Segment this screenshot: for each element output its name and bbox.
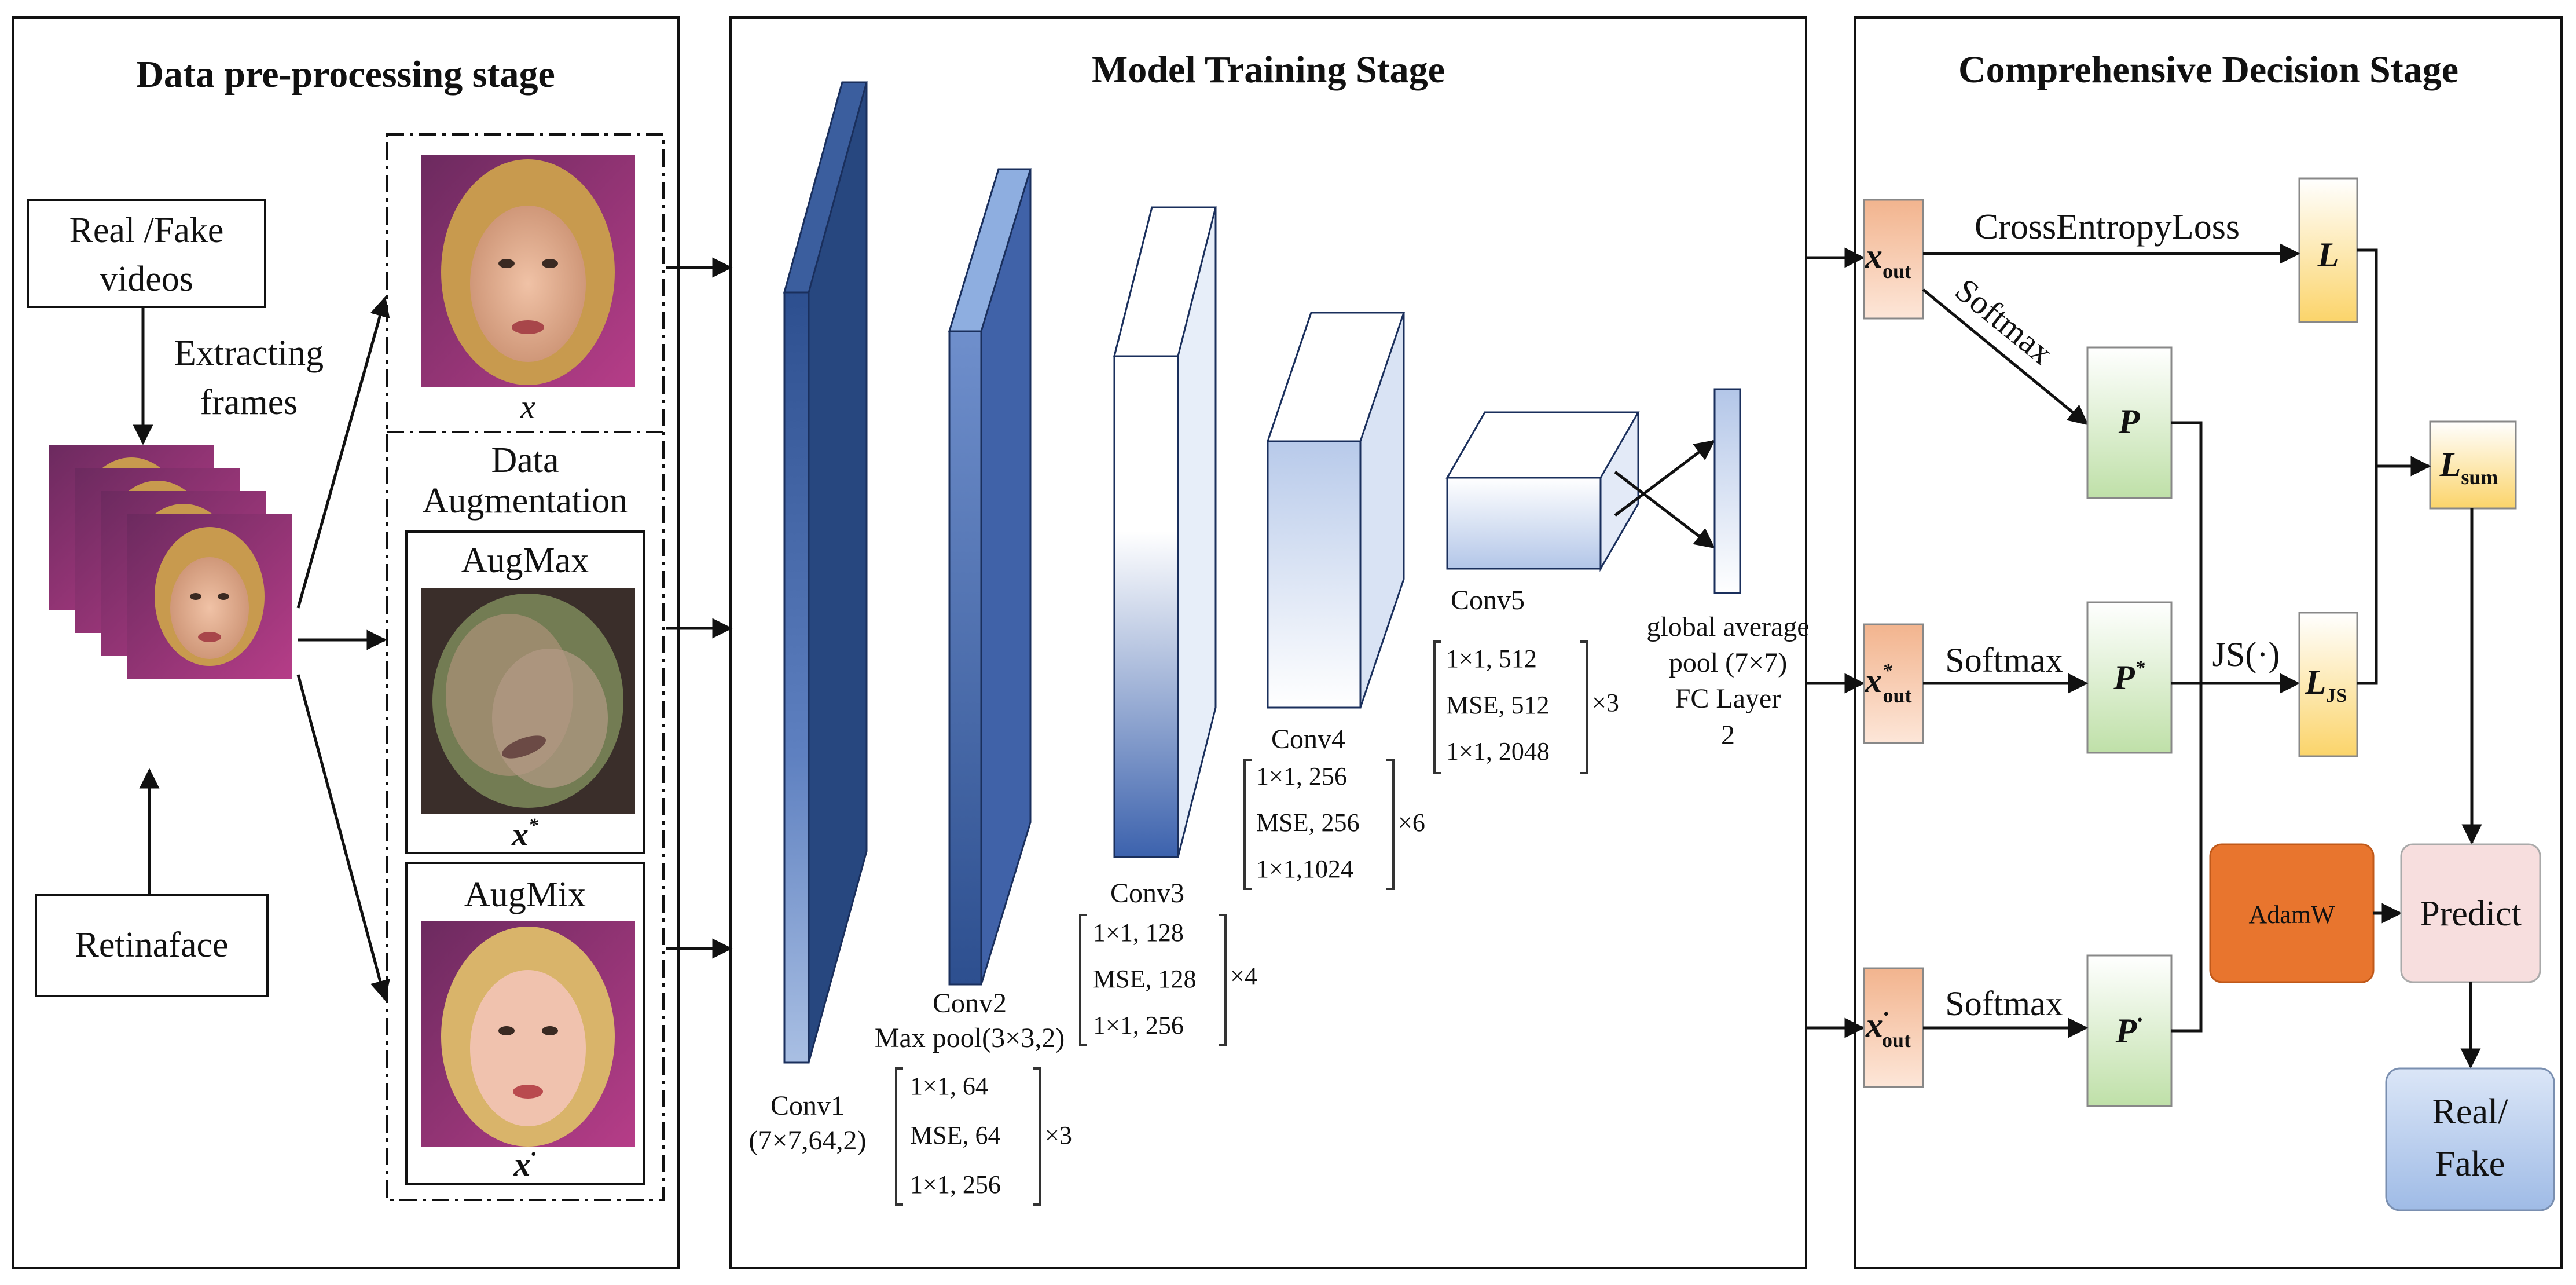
arrow-xout-to-p bbox=[1922, 288, 2089, 426]
conv5-row: 1×1, 512 bbox=[1446, 645, 1537, 673]
conv3-block bbox=[1113, 206, 1217, 858]
videos-label-line2: videos bbox=[100, 259, 193, 299]
conv3-row: 1×1, 128 bbox=[1093, 918, 1184, 947]
predict-label: Predict bbox=[2420, 894, 2522, 933]
ce-loss-label: CrossEntropyLoss bbox=[1975, 207, 2240, 247]
extract-label-line2: frames bbox=[200, 383, 298, 422]
conv2-block bbox=[948, 168, 1032, 986]
p-star-label: P* bbox=[2113, 657, 2145, 697]
conv2-multiplier: ×3 bbox=[1045, 1121, 1072, 1149]
conv3-row: 1×1, 256 bbox=[1093, 1011, 1184, 1039]
videos-box bbox=[27, 199, 266, 308]
training-title: Model Training Stage bbox=[1092, 49, 1445, 91]
augmax-face-image bbox=[421, 588, 635, 814]
conv2-pool: Max pool(3×3,2) bbox=[875, 1023, 1065, 1053]
augmax-box bbox=[405, 530, 645, 854]
conv2-row: MSE, 64 bbox=[910, 1121, 1000, 1149]
preprocessing-panel bbox=[12, 16, 680, 1269]
conv5-bracket bbox=[1433, 640, 1588, 774]
conv5-multiplier: ×3 bbox=[1592, 689, 1619, 717]
conv1-spec: (7×7,64,2) bbox=[748, 1125, 866, 1156]
arrow-frames-to-original bbox=[296, 296, 390, 609]
conv5-row: MSE, 512 bbox=[1446, 691, 1549, 719]
augmix-label: AugMix bbox=[464, 875, 586, 914]
gap-label-line2: pool (7×7) bbox=[1669, 647, 1787, 678]
loss-l-label: L bbox=[2317, 236, 2339, 274]
loss-l-box bbox=[2298, 177, 2358, 323]
training-panel bbox=[729, 16, 1807, 1269]
conv5-to-fc-arrow bbox=[1614, 471, 1715, 549]
conv2-bracket bbox=[895, 1067, 1041, 1206]
gap-label-line3: FC Layer bbox=[1675, 683, 1781, 714]
conv4-bracket bbox=[1243, 759, 1395, 890]
x-out-star-label: x*out bbox=[1864, 660, 1911, 707]
conv2-row: 1×1, 256 bbox=[910, 1170, 1001, 1199]
frame-image bbox=[127, 514, 292, 679]
result-box bbox=[2385, 1067, 2555, 1211]
loss-lsum-box bbox=[2429, 420, 2517, 510]
conv4-row: 1×1,1024 bbox=[1256, 855, 1353, 883]
arrow-frames-to-augmix bbox=[296, 674, 390, 1001]
retinaface-box bbox=[35, 894, 269, 997]
conv5-block bbox=[1445, 411, 1640, 572]
result-label-line1: Real/ bbox=[2432, 1092, 2509, 1132]
conv1-label: Conv1 bbox=[770, 1090, 845, 1121]
augmentation-label-line1: Data bbox=[491, 441, 559, 480]
l-to-lsum-connector bbox=[2357, 248, 2378, 685]
conv3-multiplier: ×4 bbox=[1230, 962, 1257, 990]
result-label-line2: Fake bbox=[2435, 1144, 2505, 1184]
conv4-label: Conv4 bbox=[1271, 724, 1345, 755]
conv4-row: MSE, 256 bbox=[1256, 808, 1359, 837]
augmax-label: AugMax bbox=[461, 541, 589, 580]
conv5-row: 1×1, 2048 bbox=[1446, 737, 1550, 766]
fc-layer-block bbox=[1713, 388, 1741, 594]
conv2-label: Conv2 bbox=[933, 988, 1007, 1019]
augmix-box bbox=[405, 862, 645, 1185]
augmentation-label-line2: Augmentation bbox=[423, 481, 628, 521]
conv5-to-fc-arrow bbox=[1614, 440, 1715, 517]
js-label: JS(·) bbox=[2212, 635, 2280, 673]
adamw-label: AdamW bbox=[2248, 900, 2335, 929]
p-dot-box bbox=[2086, 954, 2173, 1107]
x-out-label: xout bbox=[1865, 237, 1911, 283]
conv2-row: 1×1, 64 bbox=[910, 1072, 988, 1100]
augmax-output-label: x* bbox=[511, 815, 539, 853]
original-face-image bbox=[421, 155, 635, 387]
frame-stack bbox=[49, 445, 292, 679]
conv4-multiplier: ×6 bbox=[1398, 808, 1425, 837]
conv4-block bbox=[1266, 312, 1406, 709]
extract-label-line1: Extracting bbox=[174, 334, 324, 373]
p-label: P bbox=[2118, 402, 2141, 441]
conv4-row: 1×1, 256 bbox=[1256, 762, 1347, 790]
preprocessing-title: Data pre-processing stage bbox=[136, 53, 555, 96]
augmix-output-label: x· bbox=[513, 1141, 537, 1183]
videos-label-line1: Real /Fake bbox=[69, 211, 224, 250]
softmax-dot-label: Softmax bbox=[1945, 984, 2063, 1023]
loss-ljs-label: LJS bbox=[2305, 663, 2347, 706]
softmax-star-label: Softmax bbox=[1945, 641, 2063, 679]
augmentation-group bbox=[386, 133, 665, 1201]
original-label: x bbox=[520, 388, 535, 426]
retinaface-label: Retinaface bbox=[75, 925, 228, 965]
x-out-dot-box bbox=[1863, 967, 1924, 1088]
conv1-block bbox=[783, 81, 868, 1064]
p-to-js-connector bbox=[2171, 421, 2203, 1033]
conv3-bracket bbox=[1079, 914, 1227, 1046]
augmix-face-image bbox=[421, 921, 635, 1147]
x-out-box bbox=[1863, 199, 1924, 320]
loss-lsum-label: Lsum bbox=[2439, 445, 2498, 489]
conv3-label: Conv3 bbox=[1110, 878, 1184, 909]
loss-ljs-box bbox=[2298, 612, 2358, 757]
decision-title: Comprehensive Decision Stage bbox=[1958, 49, 2458, 91]
gap-label-line1: global average bbox=[1646, 612, 1809, 642]
gap-label-line4: 2 bbox=[1721, 720, 1735, 751]
p-box bbox=[2086, 346, 2173, 499]
conv3-row: MSE, 128 bbox=[1093, 965, 1196, 993]
decision-panel bbox=[1854, 16, 2563, 1269]
conv5-label: Conv5 bbox=[1451, 585, 1525, 616]
